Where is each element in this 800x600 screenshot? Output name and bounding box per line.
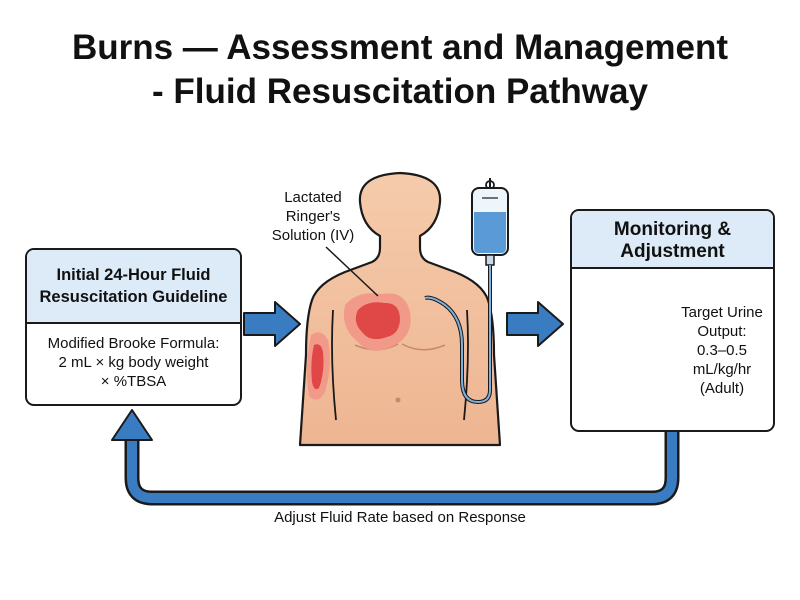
- formula-line-2: 2 mL × kg body weight: [58, 354, 209, 371]
- monitoring-heading-line-2: Adjustment: [620, 241, 725, 262]
- initial-heading-line-2: Resuscitation Guideline: [39, 288, 228, 306]
- iv-label-line-3: Solution (IV): [271, 227, 355, 244]
- flow-arrow-right: [506, 301, 564, 347]
- feedback-loop-label: Adjust Fluid Rate based on Response: [274, 509, 526, 526]
- iv-label-line-2: Ringer's: [285, 208, 341, 225]
- iv-label-line-1: Lactated: [284, 189, 342, 206]
- arm-burn-area: [306, 332, 330, 400]
- monitoring-heading-line-1: Monitoring &: [613, 219, 732, 240]
- chest-burn-area: [343, 293, 411, 351]
- feedback-arrowhead: [111, 409, 153, 441]
- target-line-2: Output:: [697, 323, 747, 340]
- target-line-5: (Adult): [699, 380, 745, 397]
- iv-solution-label: Lactated Ringer's Solution (IV): [258, 188, 368, 245]
- monitoring-card: Monitoring & Adjustment: [570, 209, 775, 432]
- flow-arrow-left: [243, 301, 301, 347]
- target-urine-output-label: Target Urine Output: 0.3–0.5 mL/kg/hr (A…: [676, 303, 768, 398]
- initial-card-body: Modified Brooke Formula: 2 mL × kg body …: [27, 324, 240, 391]
- target-line-1: Target Urine: [681, 304, 763, 321]
- target-line-3: 0.3–0.5: [696, 342, 748, 359]
- iv-bag-icon: [424, 178, 509, 405]
- formula-line-3: × %TBSA: [100, 373, 167, 390]
- patient-figure-illustration: [298, 171, 502, 447]
- title-line-1: Burns — Assessment and Management: [71, 28, 729, 67]
- target-line-4: mL/kg/hr: [692, 361, 752, 378]
- initial-heading-line-1: Initial 24-Hour Fluid: [56, 266, 211, 284]
- initial-card-heading: Initial 24-Hour Fluid Resuscitation Guid…: [27, 250, 240, 324]
- monitoring-card-heading: Monitoring & Adjustment: [572, 211, 773, 269]
- page-title: Burns — Assessment and Management - Flui…: [0, 26, 800, 114]
- iv-label-leader-line: [325, 246, 379, 297]
- initial-resuscitation-card: Initial 24-Hour Fluid Resuscitation Guid…: [25, 248, 242, 406]
- feedback-loop-arrow: [111, 409, 680, 506]
- formula-line-1: Modified Brooke Formula:: [47, 335, 220, 352]
- title-line-2: - Fluid Resuscitation Pathway: [152, 72, 648, 111]
